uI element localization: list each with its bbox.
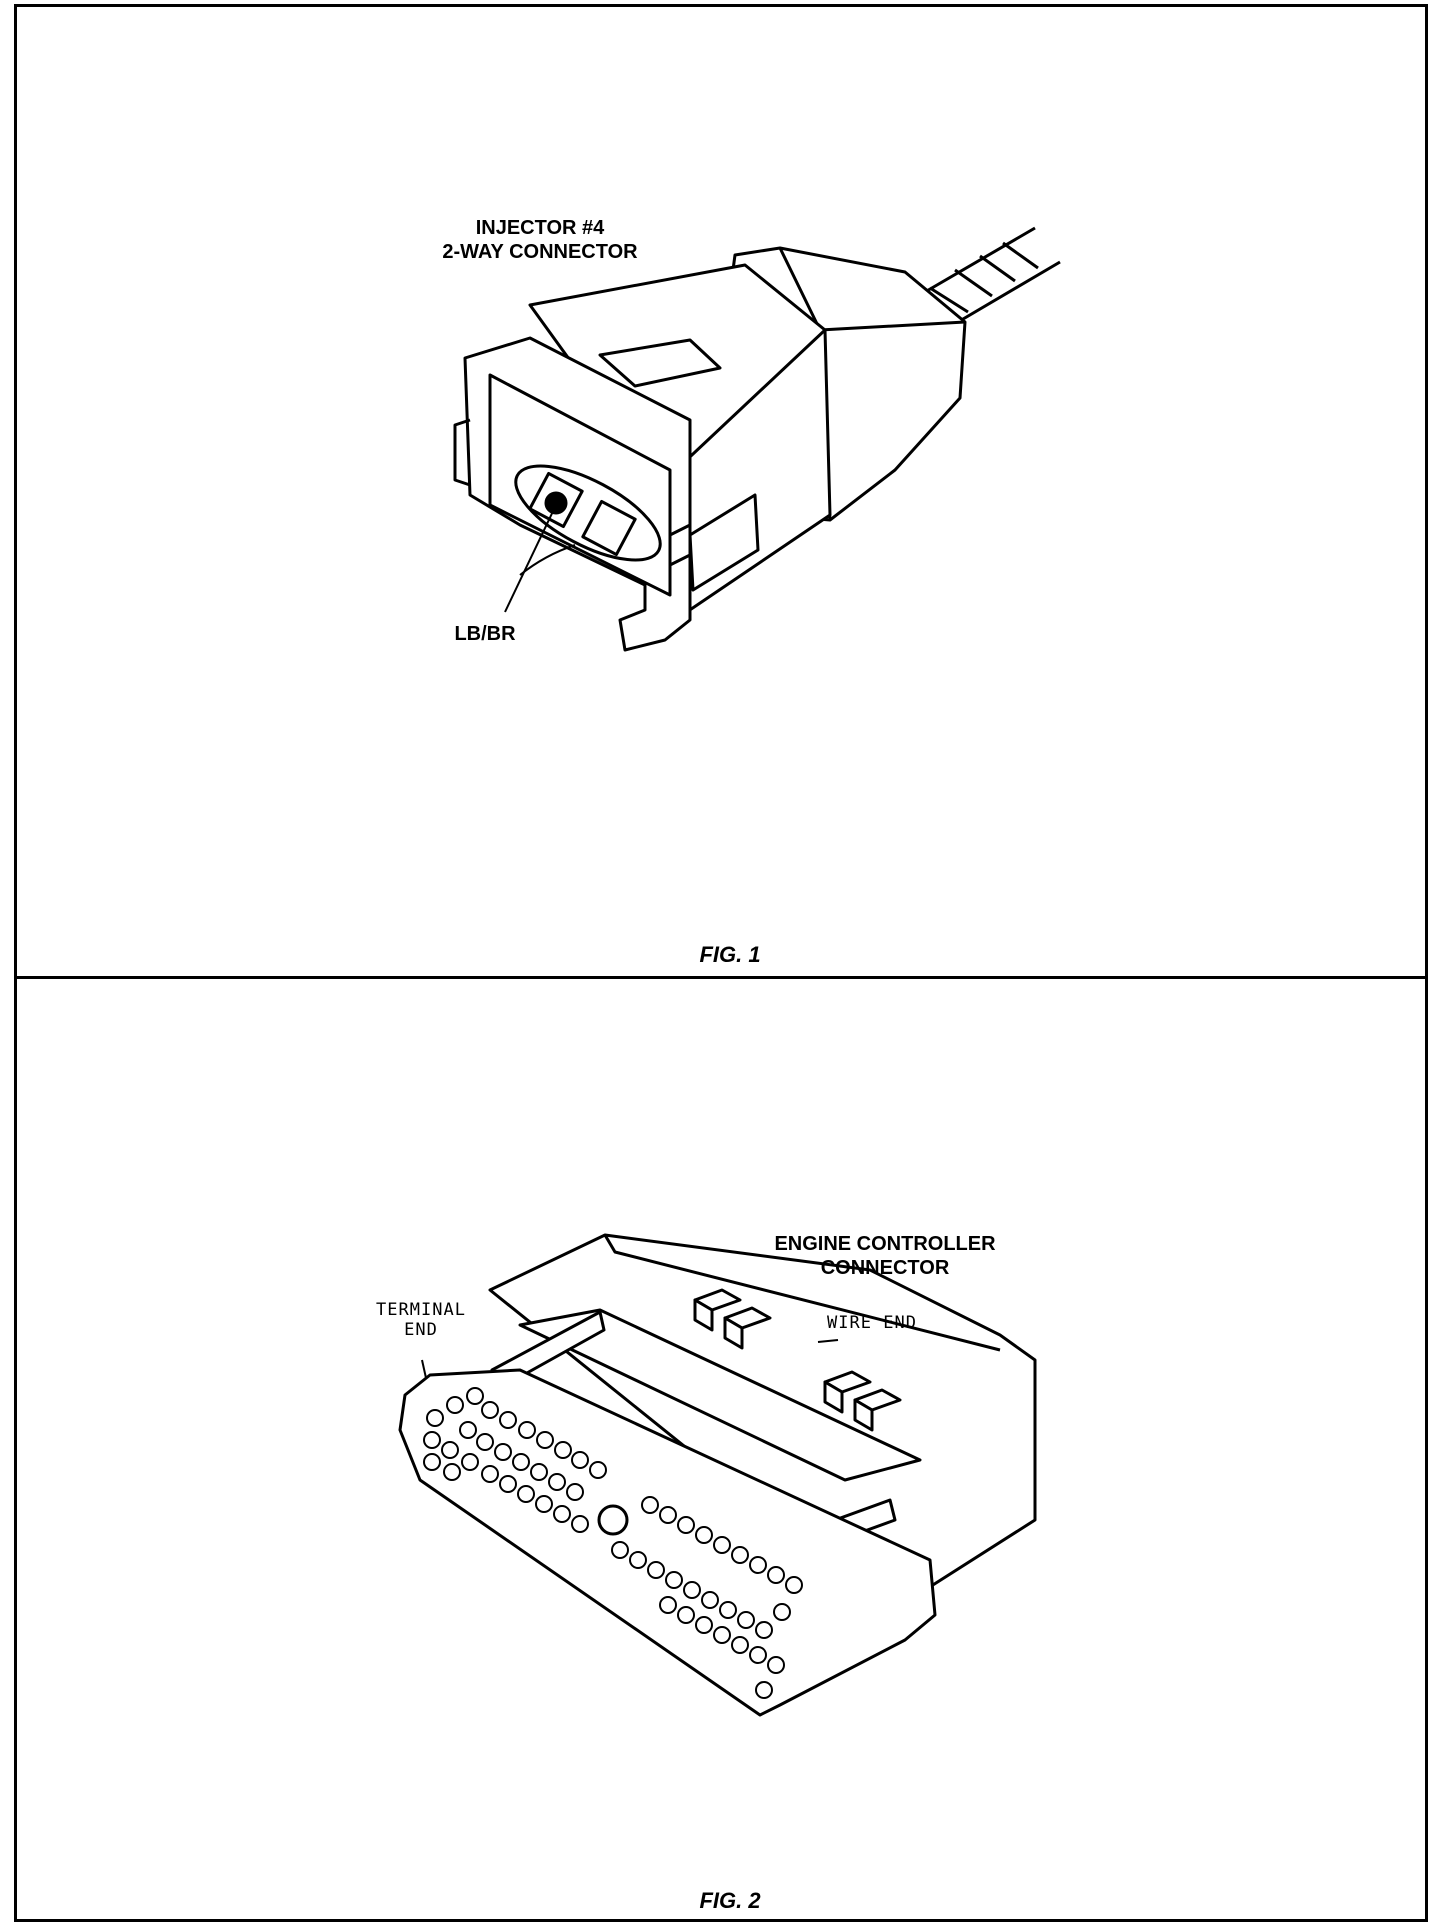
- wire-end-label: WIRE END: [827, 1313, 917, 1333]
- lb-br-terminal: [544, 491, 568, 515]
- engine-controller-label-line2: CONNECTOR: [820, 1257, 950, 1279]
- figure-divider: [14, 976, 1428, 979]
- terminal-end-label: TERMINAL END: [366, 1300, 476, 1341]
- injector-connector-label: INJECTOR #4 2-WAY CONNECTOR: [405, 216, 675, 264]
- pin-rows: [423, 1387, 803, 1699]
- injector-label-line2: 2-WAY CONNECTOR: [442, 241, 638, 263]
- engine-controller-label-line1: ENGINE CONTROLLER: [774, 1233, 996, 1255]
- latch-tab: [598, 338, 722, 388]
- terminal-end-line1: TERMINAL: [376, 1300, 466, 1320]
- injector-label-line1: INJECTOR #4: [475, 217, 605, 239]
- wire-end-leader: [817, 1339, 839, 1343]
- page-frame: [14, 4, 1428, 1922]
- wire-color-label: LB/BR: [454, 623, 516, 645]
- center-key-hole: [597, 1504, 629, 1536]
- terminal-end-leader: [421, 1359, 427, 1379]
- figure-1-caption: FIG. 1: [699, 942, 761, 967]
- engine-controller-connector-drawing: [398, 1233, 1037, 1717]
- figure-2-caption: FIG. 2: [699, 1888, 761, 1913]
- wire-leader: [504, 504, 557, 613]
- wire-harness: [924, 226, 1061, 324]
- controller-top-recess: [518, 1308, 922, 1482]
- terminal-end-line2: END: [404, 1320, 438, 1341]
- injector-connector-drawing: [453, 226, 1061, 652]
- engine-controller-label: ENGINE CONTROLLER CONNECTOR: [740, 1232, 1030, 1280]
- controller-pin-face: [398, 1368, 937, 1717]
- latch-tabs: [693, 1288, 902, 1432]
